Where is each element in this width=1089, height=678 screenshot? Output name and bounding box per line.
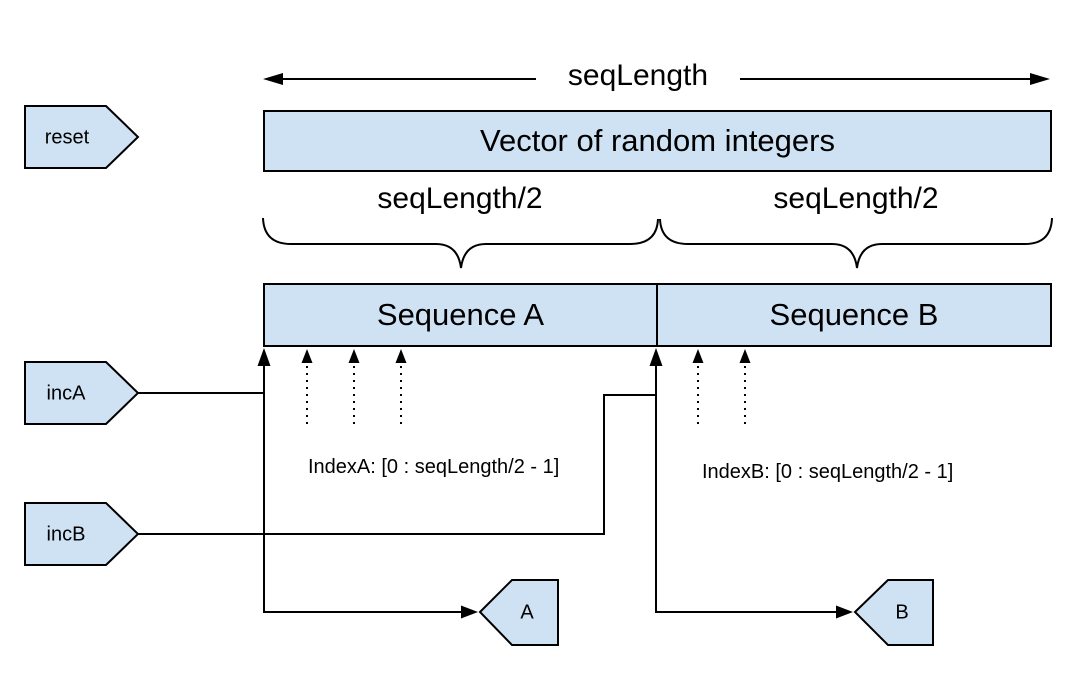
reset-tag-shape (24, 105, 140, 169)
trunk-a-connector (257, 348, 478, 619)
output-a-tag-shape (478, 579, 559, 646)
half-length-label-right: seqLength/2 (773, 182, 939, 215)
incb-connector (138, 394, 655, 535)
incb-tag-label: incB (46, 523, 86, 546)
vector-box-label: Vector of random integers (480, 123, 835, 158)
right-underbrace (659, 217, 1053, 269)
inca-tag-label: incA (46, 382, 86, 405)
index-b-dotted-arrows (692, 349, 751, 427)
output-b-tag-shape (853, 579, 934, 646)
left-underbrace (262, 217, 659, 269)
half-length-label-left: seqLength/2 (377, 182, 543, 215)
trunk-b-connector (649, 348, 853, 619)
incb-tag-shape (24, 502, 140, 566)
sequence-a-label: Sequence A (376, 297, 545, 332)
vector-box: Vector of random integers (263, 110, 1052, 172)
output-b-tag-label: B (895, 601, 909, 624)
sequence-b-box: Sequence B (658, 285, 1050, 345)
seqlength-dimension-arrow (263, 73, 1050, 85)
sequence-a-box: Sequence A (265, 285, 658, 345)
index-a-dotted-arrows (301, 349, 407, 427)
index-a-label: IndexA: [0 : seqLength/2 - 1] (308, 456, 560, 478)
reset-tag-label: reset (44, 126, 90, 149)
inca-tag-shape (24, 361, 140, 425)
seqlength-arrow-label: seqLength (567, 59, 709, 92)
index-b-label: IndexB: [0 : seqLength/2 - 1] (702, 461, 954, 483)
sequence-b-label: Sequence B (769, 297, 939, 332)
sequence-boxes: Sequence A Sequence B (263, 283, 1052, 347)
output-a-tag-label: A (520, 601, 534, 624)
